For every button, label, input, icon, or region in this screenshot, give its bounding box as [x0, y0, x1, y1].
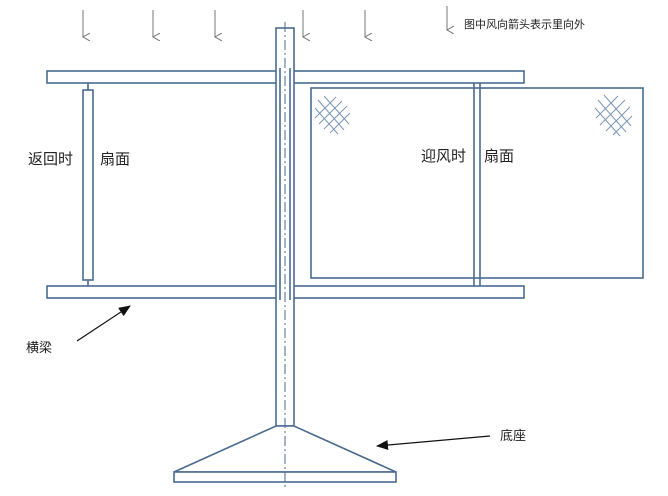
windward-fan-label-a: 迎风时 [421, 147, 466, 165]
legend-text: 图中风向箭头表示里向外 [464, 17, 585, 31]
return-fan-label-b: 扇面 [100, 150, 130, 168]
base-label: 底座 [500, 428, 526, 444]
return-fan-label-a: 返回时 [28, 150, 73, 168]
crossbeam-label: 横梁 [26, 341, 52, 356]
panel-hatch-right [594, 94, 633, 137]
structure [46, 27, 644, 483]
return-fan-panel [82, 89, 94, 281]
base-pointer [376, 435, 491, 451]
windward-fan-panel [310, 87, 644, 279]
panel-hatch-left [314, 95, 351, 135]
wind-arrows [83, 6, 447, 37]
crossbeam-pointer [76, 305, 131, 342]
windward-fan-label-b: 扇面 [484, 147, 514, 165]
